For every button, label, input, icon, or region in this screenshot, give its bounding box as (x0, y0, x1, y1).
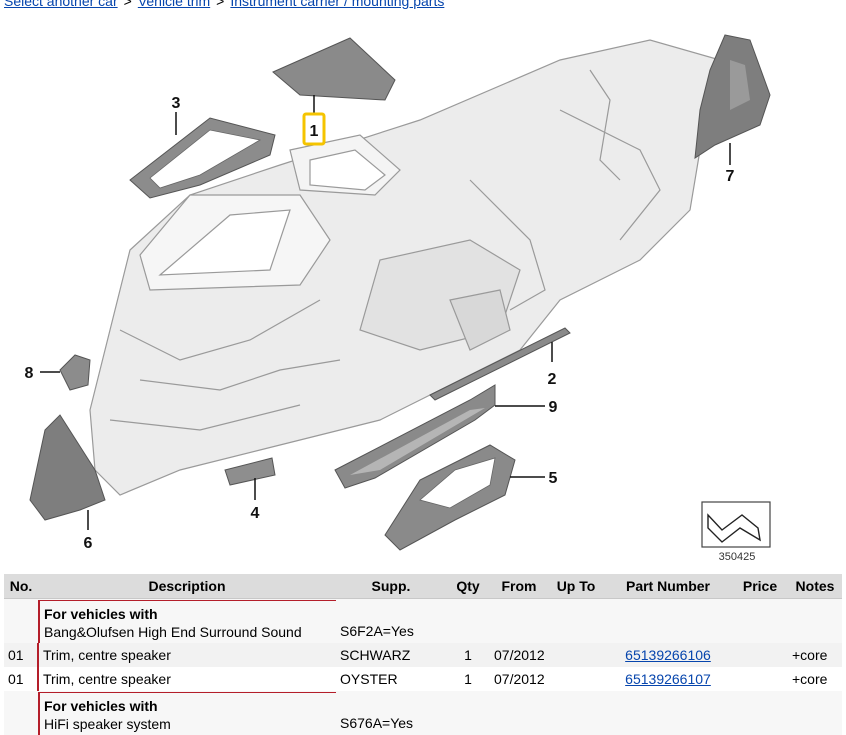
diagram-reference-box: 350425 (701, 501, 771, 563)
cell-price (732, 667, 788, 691)
part-number-link[interactable]: 65139266106 (625, 647, 711, 663)
part-3-display-frame[interactable]: 3 (129, 95, 276, 199)
table-row[interactable]: 01 Trim, centre speaker OYSTER 1 07/2012… (4, 667, 842, 691)
header-qty[interactable]: Qty (446, 574, 490, 599)
header-from[interactable]: From (490, 574, 548, 599)
cell-qty: 1 (446, 643, 490, 667)
part-5-lower-frame[interactable]: 5 (384, 444, 558, 551)
part-6-side-trim-left[interactable]: 6 (29, 414, 106, 552)
cell-no: 01 (4, 643, 38, 667)
note-title: For vehicles with (44, 605, 158, 622)
breadcrumb-select-car-link[interactable]: Select another car (4, 0, 118, 9)
breadcrumb: Select another car > Vehicle trim > Instrume… (4, 0, 444, 9)
cell-up-to (548, 667, 604, 691)
header-supp[interactable]: Supp. (336, 574, 446, 599)
cell-description: Trim, centre speaker (37, 667, 336, 691)
note-supp: S6F2A=Yes (336, 598, 446, 643)
breadcrumb-instrument-carrier-link[interactable]: Instrument carrier / mounting parts (230, 0, 445, 9)
part-number-link[interactable]: 65139266107 (625, 671, 711, 687)
header-up-to[interactable]: Up To (548, 574, 604, 599)
table-header-row: No. Description Supp. Qty From Up To Par… (4, 574, 842, 599)
callout-1: 1 (310, 123, 319, 140)
vehicle-condition-note: For vehicles with HiFi speaker system (38, 691, 336, 735)
part-4-cover[interactable]: 4 (224, 457, 276, 522)
orientation-icon (707, 513, 761, 543)
cell-from: 07/2012 (490, 643, 548, 667)
breadcrumb-separator: > (216, 0, 225, 9)
header-description[interactable]: Description (38, 574, 336, 599)
callout-2: 2 (548, 371, 557, 388)
cell-price (732, 643, 788, 667)
part-7-side-trim-right[interactable]: 7 (694, 34, 771, 185)
part-1-centre-speaker-trim[interactable]: 1 (272, 37, 396, 146)
cell-notes: +core (788, 667, 842, 691)
cell-no: 01 (4, 667, 38, 691)
diagram-reference-number: 350425 (719, 551, 756, 563)
cell-supp: OYSTER (336, 667, 446, 691)
note-text: Bang&Olufsen High End Surround Sound (44, 623, 302, 640)
note-text: HiFi speaker system (44, 715, 171, 732)
header-notes[interactable]: Notes (788, 574, 842, 599)
note-title: For vehicles with (44, 697, 158, 714)
parts-diagram: 1 3 7 8 6 4 2 9 (25, 34, 771, 563)
vehicle-condition-note: For vehicles with Bang&Olufsen High End … (38, 599, 336, 643)
header-price[interactable]: Price (732, 574, 788, 599)
cell-supp: SCHWARZ (336, 643, 446, 667)
note-supp: S676A=Yes (336, 691, 446, 735)
table-note-row: For vehicles with Bang&Olufsen High End … (4, 598, 842, 643)
cell-notes: +core (788, 643, 842, 667)
callout-3: 3 (172, 95, 181, 112)
cell-from: 07/2012 (490, 667, 548, 691)
parts-table: No. Description Supp. Qty From Up To Par… (4, 574, 842, 735)
header-no[interactable]: No. (4, 574, 38, 599)
table-note-row: For vehicles with HiFi speaker system S6… (4, 691, 842, 735)
breadcrumb-separator: > (123, 0, 132, 9)
callout-4: 4 (251, 505, 260, 522)
breadcrumb-vehicle-trim-link[interactable]: Vehicle trim (137, 0, 211, 9)
callout-8: 8 (25, 365, 34, 382)
callout-9: 9 (549, 399, 558, 416)
cell-description: Trim, centre speaker (37, 643, 336, 667)
part-9-trim-panel[interactable]: 9 (334, 384, 558, 489)
callout-6: 6 (84, 535, 93, 552)
callout-7: 7 (726, 168, 735, 185)
cell-qty: 1 (446, 667, 490, 691)
table-row[interactable]: 01 Trim, centre speaker SCHWARZ 1 07/201… (4, 643, 842, 667)
part-8-air-vent[interactable]: 8 (25, 354, 91, 391)
dashboard-carrier (89, 39, 741, 496)
callout-5: 5 (549, 470, 558, 487)
part-2-trim-strip[interactable]: 2 (429, 327, 571, 401)
cell-up-to (548, 643, 604, 667)
header-part-number[interactable]: Part Number (604, 574, 732, 599)
